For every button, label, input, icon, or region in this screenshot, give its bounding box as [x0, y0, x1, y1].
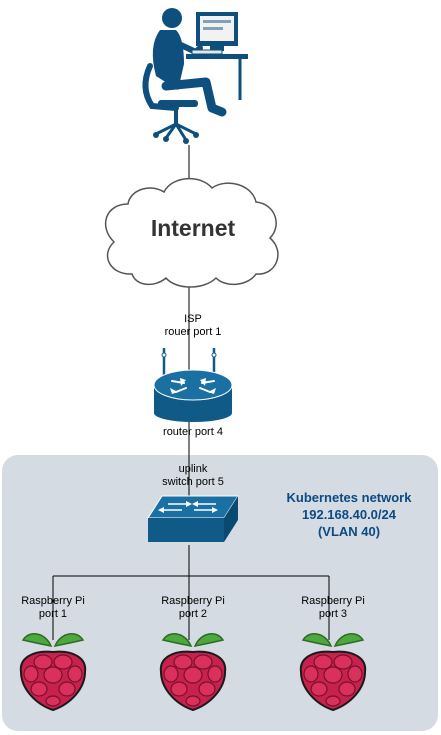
switch-icon: [147, 495, 239, 542]
pi1-port-label: port 1: [39, 608, 67, 620]
internet-label: Internet: [151, 215, 236, 241]
user-at-computer-icon: [142, 8, 248, 144]
switch-port5-label: switch port 5: [162, 476, 224, 488]
network-name-label: Kubernetes network: [287, 490, 413, 505]
pi3-name-label: Raspberry Pi: [301, 595, 365, 607]
router-icon: [153, 348, 233, 422]
connections: [52, 145, 330, 640]
network-vlan-label: (VLAN 40): [318, 524, 380, 539]
cloud-icon: [104, 177, 279, 288]
router-port4-label: router port 4: [163, 426, 223, 438]
network-subnet-label: 192.168.40.0/24: [302, 507, 397, 522]
router-port1-label: rouer port 1: [165, 326, 222, 338]
router-isp-label: ISP: [184, 313, 202, 325]
switch-uplink-label: uplink: [179, 463, 208, 475]
pi2-name-label: Raspberry Pi: [161, 595, 225, 607]
pi3-port-label: port 3: [319, 608, 347, 620]
pi1-name-label: Raspberry Pi: [21, 595, 85, 607]
pi2-port-label: port 2: [179, 608, 207, 620]
